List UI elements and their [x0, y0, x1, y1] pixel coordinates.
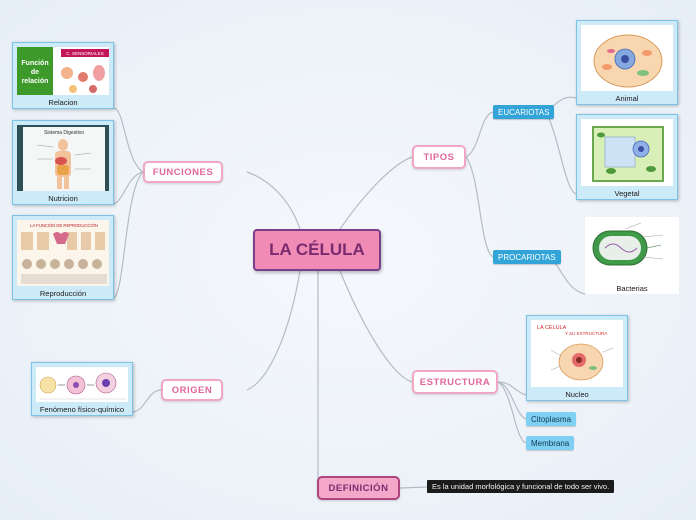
nucleo-illustration: LA CÉLULA Y SU ESTRUCTURA [537, 324, 614, 381]
relacion-image-text-1: Función [21, 60, 48, 67]
branch-definicion-label: DEFINICIÓN [328, 482, 389, 494]
nucleo-caption: Nucleo [565, 390, 589, 399]
image-nutricion[interactable]: Sistema Digestivo Nutricion [12, 120, 114, 205]
relacion-illustration: Función de relación C. SENSORIALES [17, 47, 109, 95]
branch-tipos[interactable]: TIPOS [412, 145, 466, 169]
image-vegetal[interactable]: Vegetal [576, 114, 678, 200]
fenomeno-picture [36, 367, 128, 402]
vegetal-cell-illustration [592, 126, 664, 182]
tag-eucariotas[interactable]: EUCARIOTAS [493, 105, 555, 119]
branch-funciones-label: FUNCIONES [152, 166, 214, 178]
reproduccion-illustration: LA FUNCIÓN DE REPRODUCCIÓN [17, 220, 109, 286]
branch-origen[interactable]: ORIGEN [161, 379, 223, 401]
nutricion-illustration: Sistema Digestivo [23, 127, 105, 191]
animal-picture [581, 25, 673, 91]
relacion-picture: Función de relación C. SENSORIALES [17, 47, 109, 95]
relacion-image-text-2: de [31, 69, 39, 76]
image-animal[interactable]: Animal [576, 20, 678, 105]
bacterias-picture [585, 217, 679, 283]
reproduccion-image-text: LA FUNCIÓN DE REPRODUCCIÓN [30, 223, 98, 228]
branch-origen-label: ORIGEN [171, 384, 213, 396]
relacion-badge-text: C. SENSORIALES [66, 51, 104, 56]
image-nucleo[interactable]: LA CÉLULA Y SU ESTRUCTURA Nucleo [526, 315, 628, 401]
nutricion-image-text: Sistema Digestivo [44, 130, 84, 136]
branch-estructura-label: ESTRUCTURA [419, 376, 491, 388]
reproduccion-caption: Reproducción [39, 289, 87, 298]
nucleo-picture: LA CÉLULA Y SU ESTRUCTURA [531, 320, 623, 387]
definicion-text-label: Es la unidad morfológica y funcional de … [432, 482, 610, 491]
relacion-caption: Relacion [48, 98, 78, 107]
nucleo-image-sub: Y SU ESTRUCTURA [565, 331, 607, 336]
vegetal-picture [581, 119, 673, 186]
fenomeno-caption: Fenómeno físico-químico [39, 405, 125, 414]
nutricion-picture: Sistema Digestivo [17, 125, 109, 191]
animal-cell-illustration [593, 34, 663, 88]
tag-procariotas-label: PROCARIOTAS [498, 252, 556, 262]
branch-tipos-label: TIPOS [423, 151, 455, 163]
tag-citoplasma[interactable]: Citoplasma [526, 412, 577, 426]
reproduccion-picture: LA FUNCIÓN DE REPRODUCCIÓN [17, 220, 109, 286]
branch-estructura[interactable]: ESTRUCTURA [412, 370, 498, 394]
branch-definicion[interactable]: DEFINICIÓN [317, 476, 400, 500]
tag-membrana[interactable]: Membrana [526, 436, 575, 450]
definicion-text[interactable]: Es la unidad morfológica y funcional de … [427, 480, 615, 493]
image-bacterias[interactable]: Bacterias [585, 217, 679, 294]
bacterias-caption: Bacterias [616, 284, 648, 293]
relacion-image-text-3: relación [22, 78, 49, 85]
nutricion-caption: Nutricion [48, 194, 78, 203]
tag-citoplasma-label: Citoplasma [531, 414, 572, 424]
image-fenomeno[interactable]: Fenómeno físico-químico [31, 362, 133, 416]
bacteria-illustration [592, 222, 664, 266]
central-title: LA CÉLULA [269, 240, 365, 259]
tag-eucariotas-label: EUCARIOTAS [498, 107, 550, 117]
tag-procariotas[interactable]: PROCARIOTAS [493, 250, 561, 264]
image-reproduccion[interactable]: LA FUNCIÓN DE REPRODUCCIÓN Reproducción [12, 215, 114, 300]
branch-funciones[interactable]: FUNCIONES [143, 161, 223, 183]
central-topic[interactable]: LA CÉLULA [253, 229, 381, 271]
image-relacion[interactable]: Función de relación C. SENSORIALES Relac… [12, 42, 114, 109]
fenomeno-illustration [36, 367, 128, 402]
vegetal-caption: Vegetal [614, 189, 640, 198]
tag-membrana-label: Membrana [531, 438, 570, 448]
animal-caption: Animal [615, 94, 639, 103]
nucleo-image-title: LA CÉLULA [537, 324, 567, 331]
